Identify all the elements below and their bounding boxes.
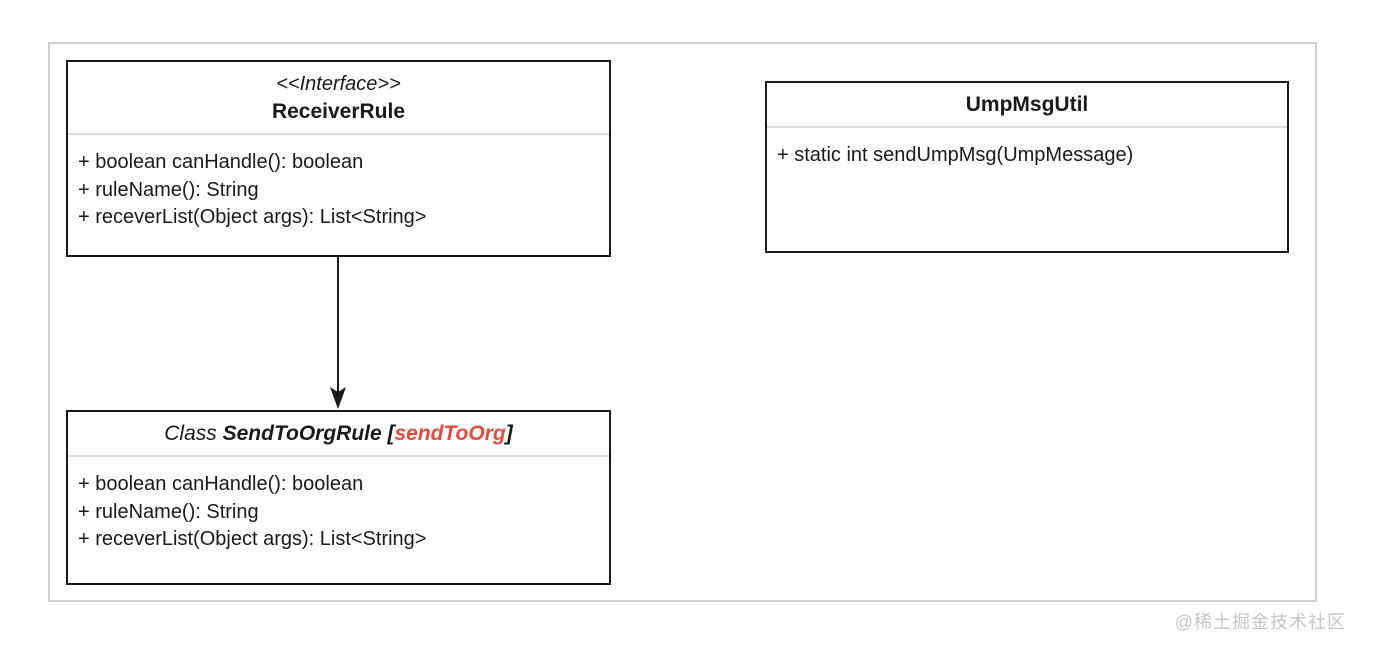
bracket-open: [ <box>381 421 395 445</box>
umpmsgutil-name: UmpMsgUtil <box>965 92 1089 116</box>
method-rulename: + ruleName(): String <box>78 178 259 201</box>
method-canhandle: + boolean canHandle(): boolean <box>78 151 364 173</box>
class-tag: sendToOrg <box>394 421 506 445</box>
umpmsgutil-methods: + static int sendUmpMsg(UmpMessage) <box>767 128 1287 170</box>
class-keyword: Class <box>164 421 223 445</box>
receiverrule-methods: + boolean canHandle(): boolean + ruleNam… <box>68 135 609 232</box>
receiverrule-header: <<Interface>> ReceiverRule <box>68 62 609 135</box>
sendtoorgrule-title: Class SendToOrgRule [sendToOrg] <box>164 420 512 448</box>
bracket-close: ] <box>505 421 513 445</box>
watermark: @稀土掘金技术社区 <box>1174 612 1346 632</box>
interface-stereotype: <<Interface>> <box>276 72 401 95</box>
uml-interface-receiverrule: <<Interface>> ReceiverRule + boolean can… <box>66 60 611 257</box>
method-rulename: + ruleName(): String <box>78 500 259 523</box>
interface-name: ReceiverRule <box>271 99 406 123</box>
umpmsgutil-header: UmpMsgUtil <box>767 83 1287 128</box>
sendtoorgrule-header: Class SendToOrgRule [sendToOrg] <box>68 412 609 457</box>
method-receverlist: + receverList(Object args): List<String> <box>78 528 427 550</box>
class-name-text: SendToOrgRule <box>222 421 382 445</box>
realization-arrow <box>330 257 346 409</box>
method-sendumpmsg: + static int sendUmpMsg(UmpMessage) <box>777 144 1134 166</box>
uml-class-umpmsgutil: UmpMsgUtil + static int sendUmpMsg(UmpMe… <box>765 81 1289 253</box>
uml-class-sendtoorgrule: Class SendToOrgRule [sendToOrg] + boolea… <box>66 410 611 585</box>
method-receverlist: + receverList(Object args): List<String> <box>78 206 427 228</box>
method-canhandle: + boolean canHandle(): boolean <box>78 473 364 495</box>
sendtoorgrule-methods: + boolean canHandle(): boolean + ruleNam… <box>68 457 609 554</box>
